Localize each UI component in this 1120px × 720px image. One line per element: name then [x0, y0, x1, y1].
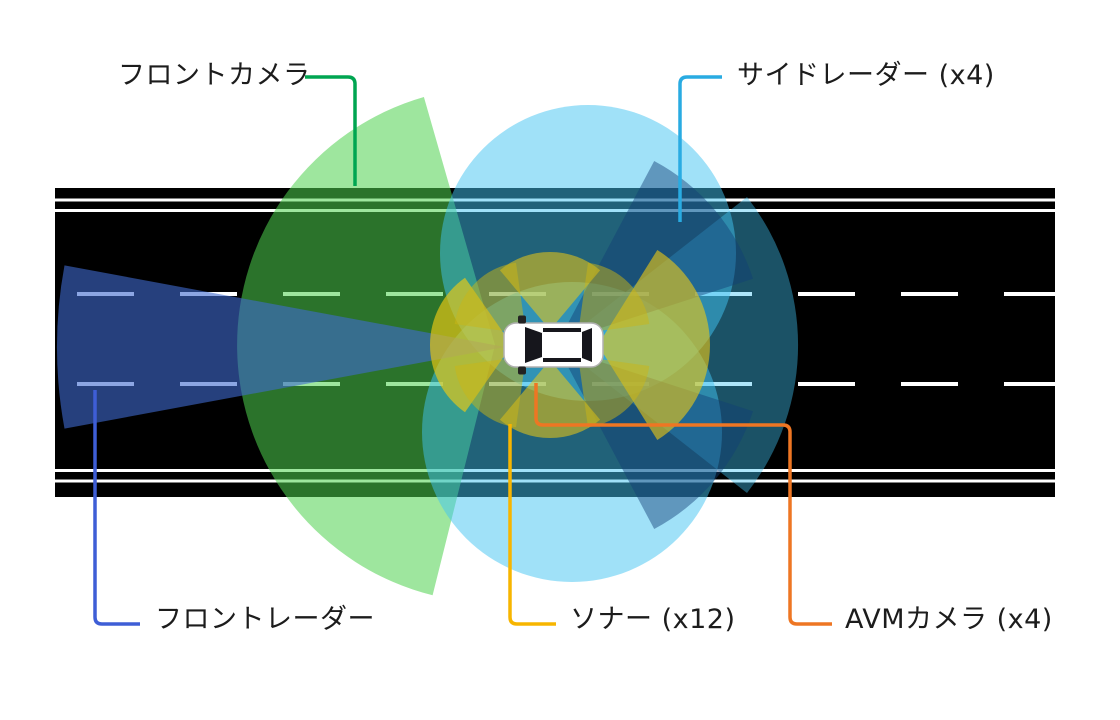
sonar-zone-front — [429, 277, 512, 413]
car-mirror-top — [518, 315, 526, 324]
sonar-zone-bottom — [499, 360, 601, 439]
avm-zone-rear-top — [578, 262, 650, 334]
sonar-zone-top — [499, 251, 601, 330]
label-front-camera: フロントカメラ — [118, 60, 311, 91]
car-mirror-bottom — [518, 366, 526, 375]
front-radar-zone — [57, 265, 506, 429]
avm-zone-front-bottom — [454, 356, 526, 428]
sonar-connector — [508, 424, 556, 626]
car-rear-window — [582, 328, 592, 362]
avm-camera-connector — [534, 383, 832, 626]
label-front-radar: フロントレーダー — [155, 604, 375, 635]
avm-zone-front-top — [454, 262, 526, 334]
avm-zone-rear-bottom — [578, 356, 650, 428]
front-radar-connector — [93, 390, 140, 626]
label-side-radar: サイドレーダー (x4) — [737, 60, 995, 91]
car-side-window-bottom — [543, 358, 581, 362]
label-sonar: ソナー (x12) — [570, 604, 736, 635]
car-top-view — [503, 315, 604, 375]
car-windshield — [525, 327, 542, 363]
side-radar-connector — [678, 75, 722, 222]
front-camera-connector — [305, 75, 357, 186]
label-avm-camera: AVMカメラ (x4) — [845, 604, 1053, 635]
sonar-zone-rear — [598, 250, 710, 440]
car-side-window-top — [543, 328, 581, 332]
